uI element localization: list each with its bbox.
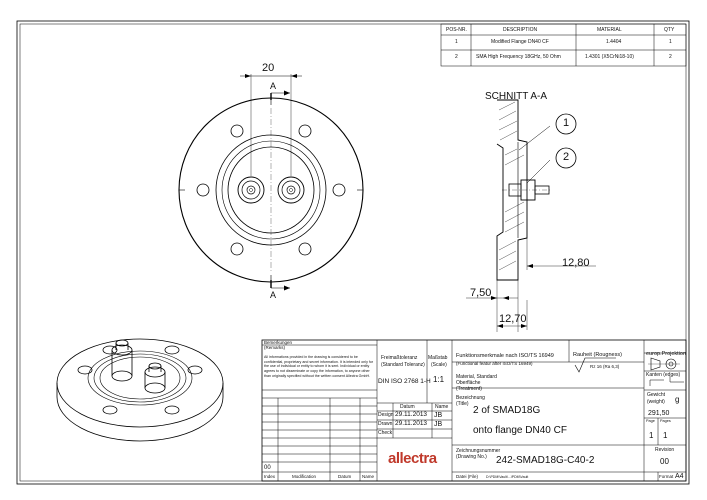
- file-value: D:\PDM\Vault\...\PDM\Vault: [486, 475, 529, 479]
- pages-value: 1: [663, 431, 668, 440]
- parts-row-2-desc: SMA High Frequency 18GHz, 50 Ohm: [476, 54, 561, 60]
- weight-value: 291,50: [648, 410, 670, 417]
- balloon-2-label: 2: [563, 151, 570, 163]
- surface-label: Oberfläche: [456, 380, 481, 386]
- dimension-12-70: 12,70: [499, 313, 527, 325]
- revision-index-value: 00: [264, 465, 271, 471]
- inner-frame: [19, 23, 687, 482]
- balloon-1: [555, 113, 577, 135]
- format-value: A4: [675, 473, 684, 480]
- edges-symbol-icon: [649, 376, 684, 386]
- drawing-number-label: Zeichnungsnummer: [456, 448, 501, 454]
- edges-label: Kanten (edges): [646, 372, 681, 378]
- scale-label-en: (Scale): [431, 362, 447, 368]
- isometric-view: [56, 338, 224, 442]
- format-label: Format: [659, 474, 674, 479]
- roughness-value: Rz 16 (Ra 6,3): [590, 364, 620, 369]
- roughness-label: Rauheit (Rougness): [573, 352, 622, 358]
- parts-list-header-material: MATERIAL: [597, 27, 622, 33]
- design-name: JB: [434, 412, 443, 419]
- pages-label: Pages: [660, 419, 671, 423]
- designation-label: Bezeichnung: [456, 395, 485, 401]
- roughness-symbol: [574, 357, 616, 373]
- name-label: Name: [435, 404, 449, 410]
- design-date: 29.11.2013: [395, 411, 428, 418]
- confidentiality-disclaimer: All informations provided in the drawing…: [264, 355, 374, 378]
- balloon-1-label: 1: [563, 117, 570, 129]
- title-line-2: onto flange DN40 CF: [473, 425, 567, 436]
- file-label: Datei (File): [456, 474, 479, 479]
- parts-row-2-qty: 2: [669, 54, 672, 60]
- remarks-label: Bemerkungen: [264, 340, 293, 345]
- parts-row-2-material: 1.4301 (X5CrNi18-10): [585, 54, 634, 60]
- parts-row-2-pos: 2: [455, 54, 458, 60]
- drawn-date: 29.11.2013: [395, 420, 428, 427]
- scale-value: 1:1: [433, 375, 445, 384]
- drawing-number: 242-SMAD18G-C40-2: [496, 455, 595, 466]
- balloon-2: [555, 147, 577, 169]
- parts-list-header-desc: DESCRIPTION: [503, 27, 538, 33]
- drawing-number-label-en: (Drawing No.): [456, 454, 487, 460]
- projection-symbol-icon: [648, 357, 680, 371]
- projection-label: europ.Projektion: [646, 351, 687, 357]
- weight-unit: g: [675, 395, 680, 404]
- outer-frame: [16, 20, 690, 485]
- page-label: Page: [646, 419, 655, 423]
- rev-col-datum: Datum: [338, 474, 352, 479]
- treatment-label: (Treatment): [456, 386, 482, 392]
- dimension-20: 20: [262, 62, 275, 74]
- design-label: Design: [378, 412, 394, 418]
- parts-list-grid: [440, 23, 687, 67]
- scale-label: Maßstab: [428, 355, 448, 361]
- check-label: Check: [378, 430, 393, 436]
- revision-value: 00: [660, 457, 669, 466]
- section-marker-bottom: A: [270, 290, 277, 300]
- tolerance-label: Freimaßtoleranz: [381, 355, 418, 361]
- parts-list-header-pos: POS-NR.: [446, 27, 467, 33]
- parts-row-1-desc: Modified Flange DN40 CF: [491, 39, 549, 45]
- function-label-en: (Functional featur after ISO/TS 16949): [456, 361, 533, 366]
- rev-col-index: Index: [264, 474, 276, 479]
- company-logo: allectra: [388, 450, 437, 467]
- datum-label: Datum: [400, 404, 415, 410]
- weight-label-en: (weight): [647, 399, 665, 405]
- revision-label: Revision: [655, 447, 675, 453]
- designation-label-en: (Title): [456, 401, 469, 407]
- tolerance-label-en: (Standard Toleranz): [381, 362, 425, 368]
- section-view: [466, 99, 596, 332]
- section-title: SCHNITT A-A: [485, 91, 548, 102]
- parts-row-1-qty: 1: [669, 39, 672, 45]
- weight-label: Gewicht: [647, 392, 666, 398]
- material-label: Material, Standard: [456, 374, 497, 380]
- parts-row-1-material: 1.4404: [606, 39, 622, 45]
- drawn-name: JB: [434, 421, 443, 428]
- parts-row-1-pos: 1: [455, 39, 458, 45]
- tolerance-value: DIN ISO 2768 1-H: [378, 378, 431, 385]
- rev-col-name: Name: [362, 474, 375, 479]
- page-value: 1: [649, 431, 654, 440]
- dimension-12-80: 12,80: [562, 257, 590, 269]
- dimension-7-50: 7,50: [470, 287, 492, 299]
- drawn-label: Drawn: [378, 421, 393, 427]
- title-block-grid: [261, 339, 687, 482]
- rev-col-modification: Modification: [292, 474, 317, 479]
- title-line-1: 2 of SMAD18G: [473, 405, 541, 416]
- front-view: [178, 74, 364, 291]
- function-label: Funktionsmerkmale nach ISO/TS 16949: [456, 353, 554, 359]
- parts-list-header-qty: QTY: [664, 27, 675, 33]
- remarks-label-en: (Remarks): [264, 345, 285, 350]
- section-marker-top: A: [270, 81, 277, 91]
